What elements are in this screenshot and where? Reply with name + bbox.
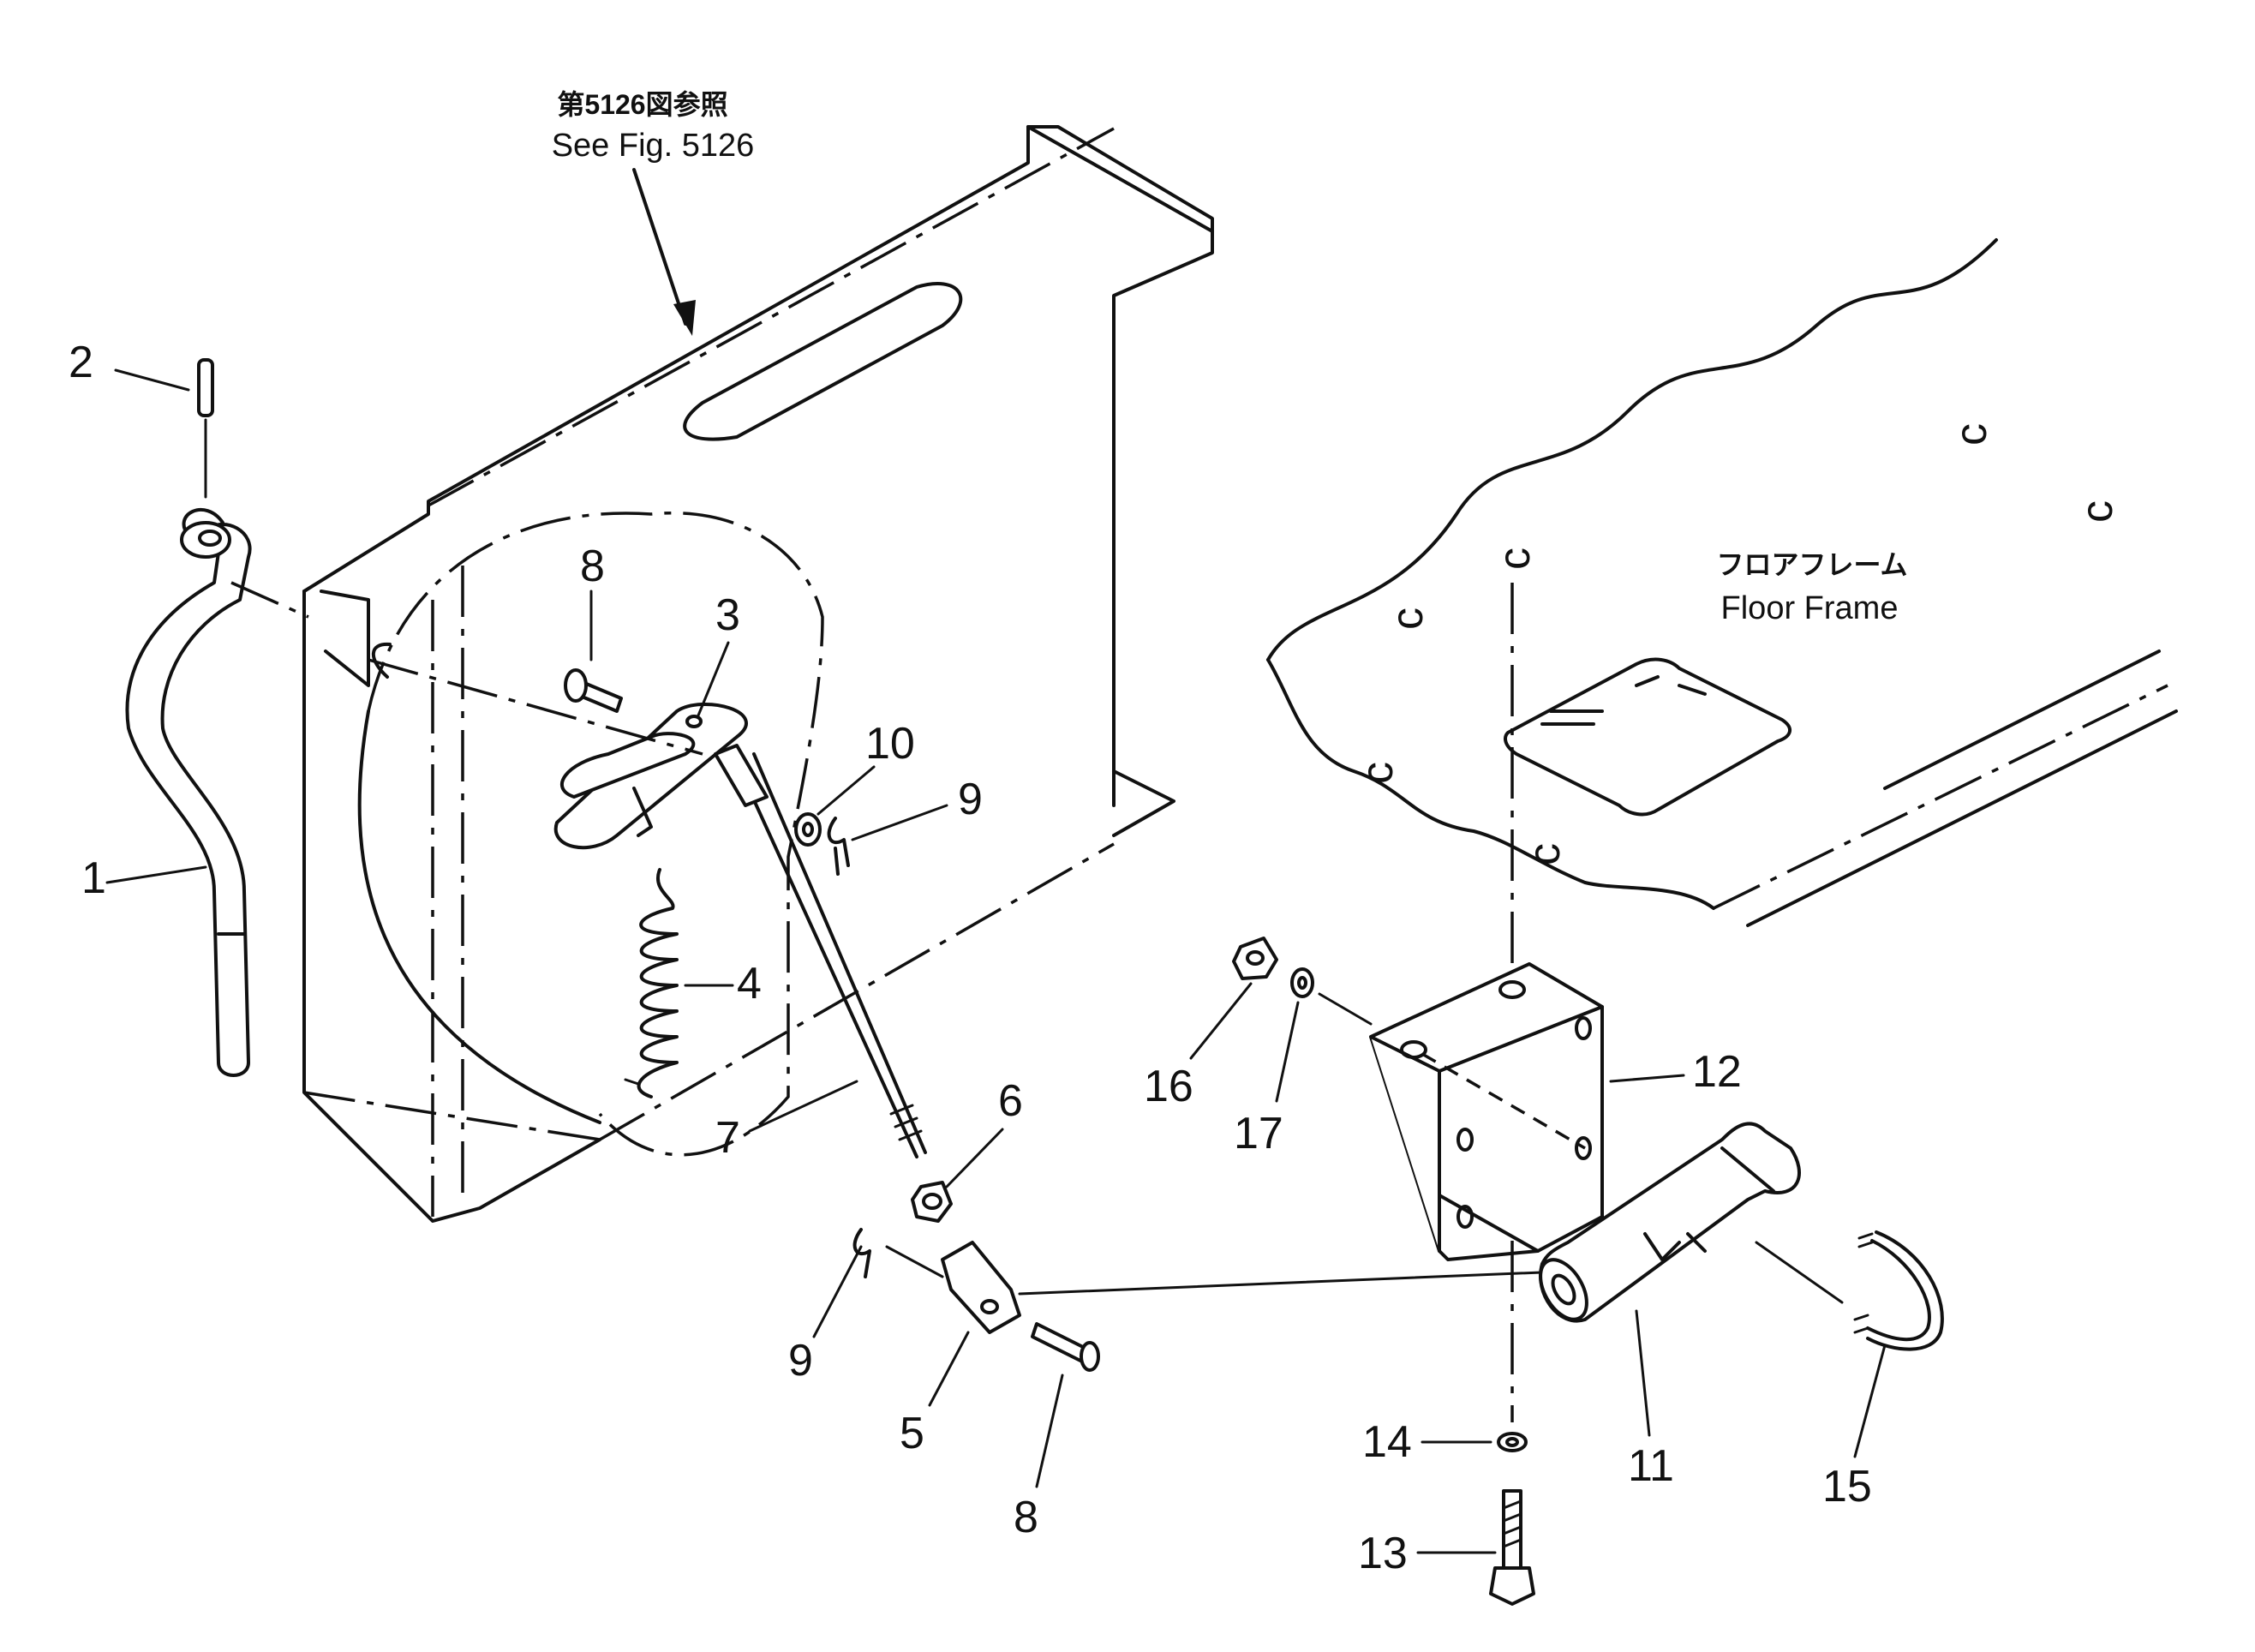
bracket-part-12 [1369, 962, 1604, 1261]
hole-mark: c [1383, 608, 1433, 630]
part-label-4: 4 [737, 959, 762, 1009]
part-label-14: 14 [1362, 1417, 1412, 1467]
part-label-6: 6 [998, 1076, 1023, 1126]
plate-part-3 [368, 658, 748, 850]
part-label-15: 15 [1822, 1462, 1872, 1511]
u-bolt-part-15 [1853, 1230, 1944, 1351]
part-label-11: 11 [1628, 1441, 1674, 1491]
hole-mark: c [1490, 548, 1540, 570]
part-label-7: 7 [715, 1113, 740, 1163]
part-label-9-upper: 9 [958, 775, 983, 824]
hole-mark: c [2073, 500, 2122, 523]
rod-part-7 [714, 744, 927, 1158]
floor-frame [1266, 238, 2178, 927]
block-part-5 [941, 1241, 1021, 1334]
part-label-13: 13 [1358, 1529, 1408, 1578]
part-label-8-lower: 8 [1014, 1493, 1038, 1542]
floor-frame-en: Floor Frame [1721, 590, 1899, 626]
part-label-8-upper: 8 [580, 542, 605, 591]
nut-part-6 [911, 1181, 953, 1223]
hole-mark: c [1947, 423, 1996, 446]
fig-reference-callout: 第5126図参照 See Fig. 5126 [552, 89, 755, 336]
floor-frame-callout: フロアフレーム Floor Frame [1716, 549, 1907, 626]
fig-reference-jp: 第5126図参照 [557, 89, 727, 120]
floor-frame-hole-marks: c c c c c c [1353, 423, 2122, 865]
lever-part-1 [125, 507, 309, 1077]
washer-part-17 [1290, 967, 1373, 1026]
clip-part-9-lower [852, 1228, 944, 1278]
hole-mark: c [1520, 843, 1570, 865]
clip-part-9-upper [827, 817, 850, 876]
part-label-5: 5 [900, 1409, 924, 1458]
console-bracket [302, 125, 1214, 1223]
switch-part-11 [1539, 1122, 1844, 1323]
spring-part-4 [624, 868, 679, 1098]
part-label-9-lower: 9 [788, 1336, 813, 1386]
pin-part-2 [197, 358, 214, 499]
pin-part-8-upper [564, 668, 623, 713]
part-label-3: 3 [715, 590, 740, 640]
nut-part-16 [1232, 937, 1278, 980]
bolt-part-13 [1489, 1489, 1535, 1606]
floor-frame-jp: フロアフレーム [1716, 549, 1907, 580]
part-label-1: 1 [81, 853, 106, 903]
part-label-16: 16 [1144, 1062, 1193, 1111]
hole-mark: c [1353, 762, 1403, 784]
fig-reference-en: See Fig. 5126 [552, 128, 755, 164]
part-label-10: 10 [865, 719, 915, 769]
pin-part-8-lower [1031, 1322, 1100, 1372]
washer-part-10 [794, 812, 822, 847]
part-labels: 1 2 3 8 10 9 4 7 6 9 5 8 16 [69, 338, 1887, 1578]
part-label-17: 17 [1234, 1109, 1283, 1158]
washer-part-14 [1497, 1432, 1528, 1452]
part-label-2: 2 [69, 338, 93, 387]
part-label-12: 12 [1692, 1047, 1742, 1097]
